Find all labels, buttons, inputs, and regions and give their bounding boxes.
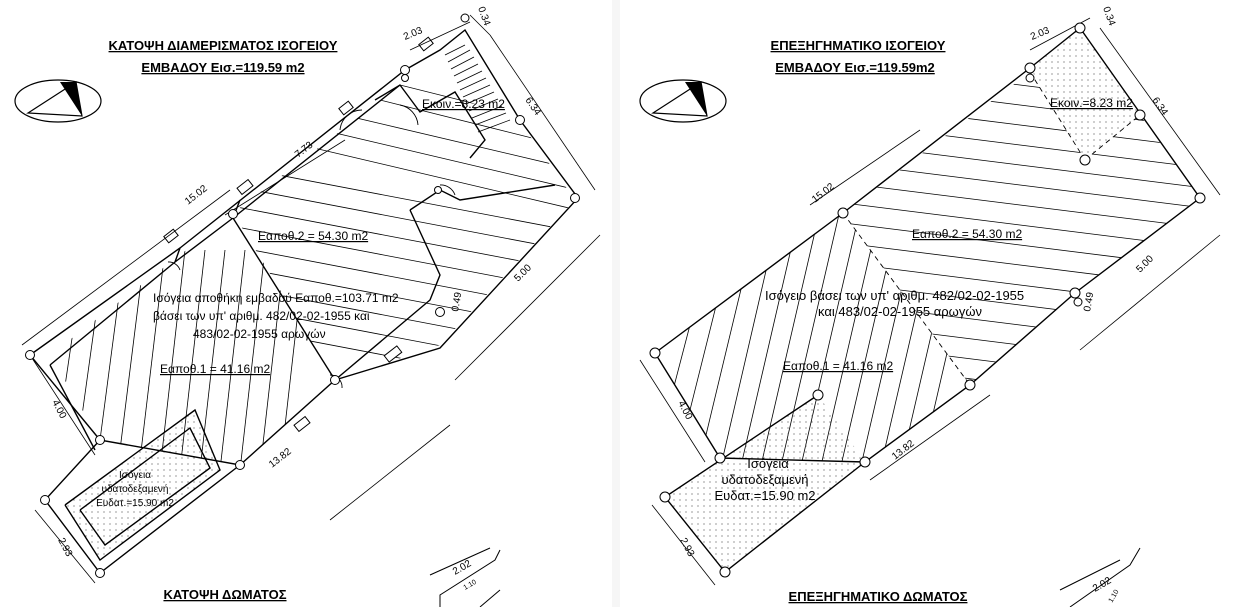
area-2-label: Εαποθ.2 = 54.30 m2 — [912, 227, 1022, 241]
storage-label-1: Ισόγειο βάσει των υπ' αριθμ. 482/02-02-1… — [765, 288, 1024, 303]
north-arrow-icon — [14, 79, 102, 123]
dim-long-top: 15.02 — [183, 183, 210, 207]
dim-small: 0.49 — [450, 291, 464, 313]
dim-bottom-small: 1.10 — [463, 579, 478, 592]
left-walls — [29, 28, 579, 574]
tank-label-2: υδατοδεξαμενή — [102, 483, 169, 495]
survey-point-icons — [25, 13, 580, 578]
left-title-2: ΕΜΒΑΔΟΥ Εισ.=119.59 m2 — [141, 60, 304, 75]
left-title-1: ΚΑΤΟΨΗ ΔΙΑΜΕΡΙΣΜΑΤΟΣ ΙΣΟΓΕΙΟΥ — [109, 38, 338, 53]
tank-label-3: Ευδατ.=15.90 m2 — [714, 488, 815, 503]
common-fill — [1030, 28, 1140, 160]
storage-label-1: Ισόγεια αποθήκη εμβαδού Εαποθ.=103.71 m2 — [153, 291, 399, 305]
dim-top: 2.03 — [402, 25, 425, 43]
tank-fill — [665, 395, 865, 572]
dim-corner: 0.34 — [475, 5, 492, 27]
area-1-label: Εαποθ.1 = 41.16 m2 — [783, 359, 893, 373]
tank-label-1: Ισόγεια — [747, 456, 789, 471]
storage-label-2: και 483/02-02-1955 αρωγών — [818, 304, 982, 319]
survey-point-icons — [649, 22, 1206, 578]
dim-bottom: 13.82 — [267, 446, 294, 470]
tank-label-1: Ισόγεια — [119, 469, 151, 481]
dimension-lines — [21, 14, 601, 584]
right-bottom-title: ΕΠΕΞΗΓΗΜΑΤΙΚΟ ΔΩΜΑΤΟΣ — [789, 589, 968, 604]
right-title-2: ΕΜΒΑΔΟΥ Εισ.=119.59m2 — [775, 60, 935, 75]
right-bottom-plan — [1059, 547, 1141, 607]
hatch-area-2 — [843, 72, 1200, 385]
north-arrow-icon — [639, 79, 727, 123]
dim-bottom: 13.82 — [890, 438, 917, 462]
left-bottom-plan — [429, 547, 501, 607]
dim-bottom-left: 2.93 — [677, 536, 696, 559]
tank-label-2: υδατοδεξαμενή — [721, 472, 808, 487]
tank-label-3: Ευδατ.=15.90 m2 — [96, 498, 174, 509]
dim-corner: 0.34 — [1100, 5, 1117, 27]
area-1-label: Εαποθ.1 = 41.16 m2 — [160, 362, 270, 376]
stairs — [444, 44, 511, 133]
dim-right: 6.34 — [1150, 95, 1170, 118]
storage-label-3: 483/02-02-1955 αρωγών — [193, 327, 326, 341]
area-2-label: Εαποθ.2 = 54.30 m2 — [258, 229, 368, 243]
tank-fill — [65, 410, 220, 560]
door-icons — [167, 104, 456, 389]
dim-right: 6.34 — [523, 95, 543, 118]
left-bottom-title: ΚΑΤΟΨΗ ΔΩΜΑΤΟΣ — [163, 587, 286, 602]
right-title-1: ΕΠΕΞΗΓΗΜΑΤΙΚΟ ΙΣΟΓΕΙΟΥ — [771, 38, 946, 53]
dim-left: 4.00 — [49, 398, 68, 421]
right-dashed-lines — [842, 71, 1141, 386]
storage-label-2: βάσει των υπ' αριθμ. 482/02-02-1955 και — [153, 309, 370, 323]
dim-bottom-left: 2.93 — [55, 536, 74, 559]
dimension-lines — [639, 17, 1221, 586]
dim-long-top: 15.02 — [810, 181, 837, 205]
area-common-label: Εκοιν.=8.23 m2 — [422, 97, 505, 111]
dim-bottom-top: 2.02 — [451, 558, 474, 577]
page-gap — [612, 0, 620, 607]
dim-small: 0.49 — [1082, 291, 1096, 313]
left-plan: ΚΑΤΟΨΗ ΔΙΑΜΕΡΙΣΜΑΤΟΣ ΙΣΟΓΕΙΟΥ ΕΜΒΑΔΟΥ Ει… — [14, 5, 601, 607]
area-common-label: Εκοιν.=8.23 m2 — [1050, 96, 1133, 110]
right-plan: ΕΠΕΞΗΓΗΜΑΤΙΚΟ ΙΣΟΓΕΙΟΥ ΕΜΒΑΔΟΥ Εισ.=119.… — [639, 5, 1221, 607]
dim-right-mid: 5.00 — [1134, 253, 1156, 275]
dim-bottom-small: 1.10 — [1108, 589, 1121, 604]
